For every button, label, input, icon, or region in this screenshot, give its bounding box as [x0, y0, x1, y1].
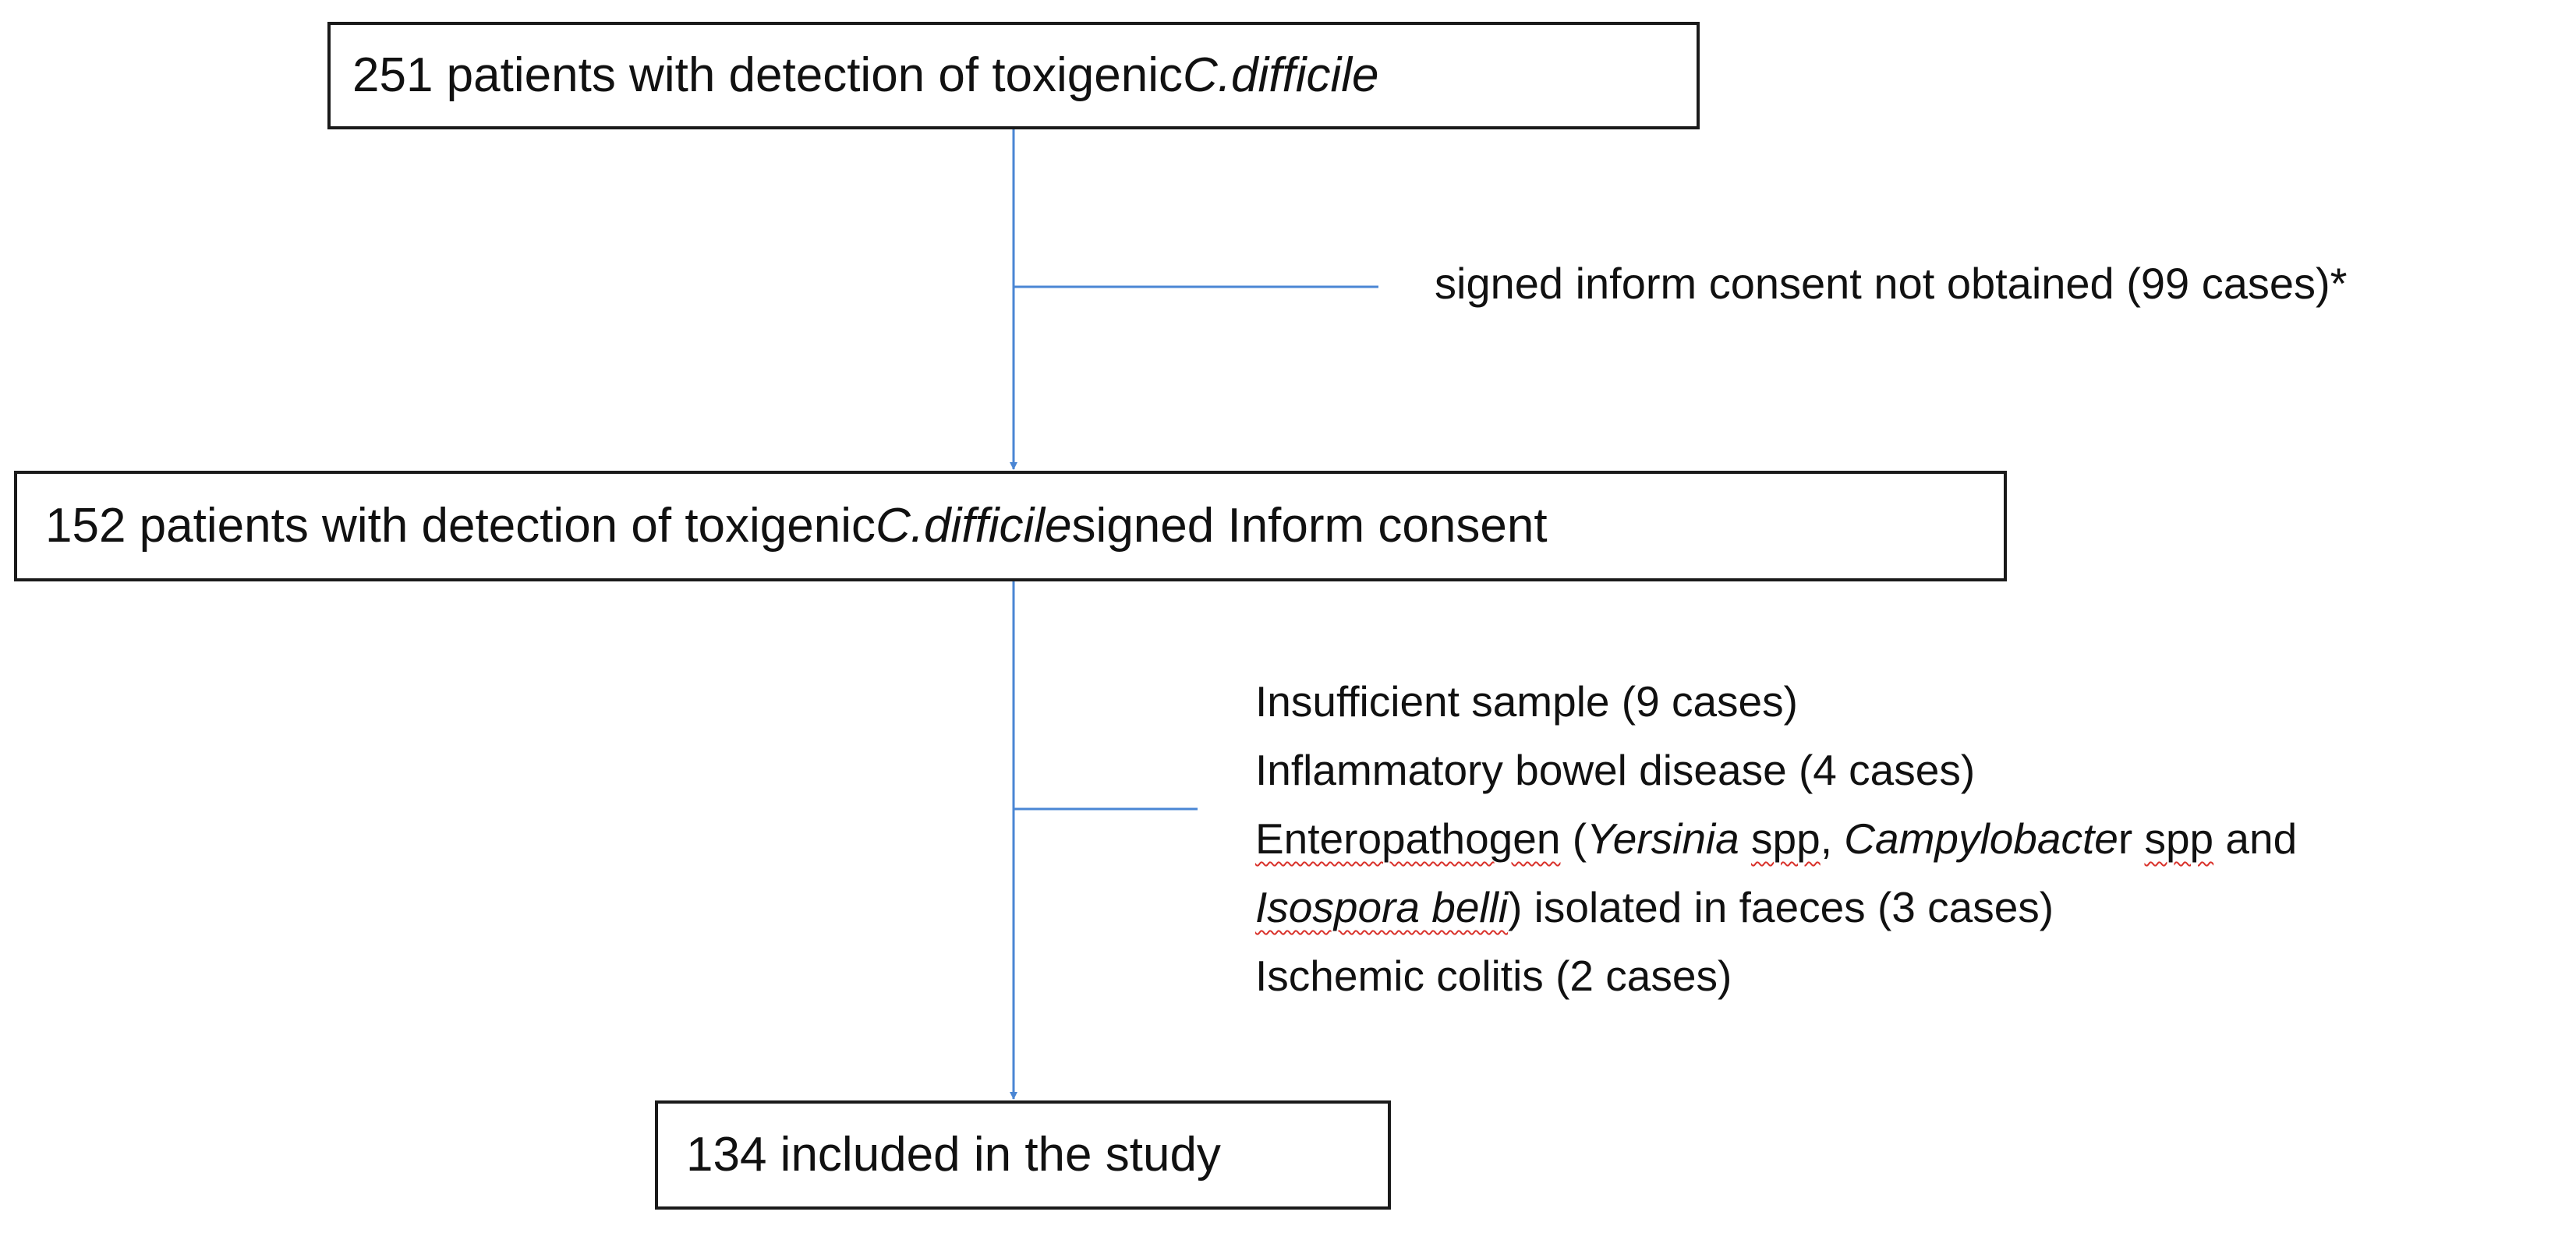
exclusion-enteropathogen-line1: Enteropathogen (Yersinia spp, Campylobac… [1255, 804, 2297, 873]
exclusion-enteropathogen-line2: Isospora belli) isolated in faeces (3 ca… [1255, 873, 2297, 941]
isospora-name: Isospora belli [1255, 883, 1509, 931]
spp-2: spp [2144, 814, 2214, 863]
enteropathogen-word: Enteropathogen [1255, 814, 1561, 863]
comma: , [1820, 814, 1845, 863]
yersinia-name: Yersinia [1587, 814, 1739, 863]
box2-species: C.difficile [876, 499, 1072, 553]
box2-text-after: signed Inform consent [1071, 499, 1548, 553]
box-included-study: 134 included in the study [655, 1100, 1391, 1210]
exclusion-consent-note: signed inform consent not obtained (99 c… [1435, 259, 2348, 308]
exclusion-ischemic-colitis: Ischemic colitis (2 cases) [1255, 952, 1732, 1000]
exclusion-ibd: Inflammatory bowel disease (4 cases) [1255, 746, 1976, 794]
campylobacter-r: r [2118, 814, 2133, 863]
exclusion-list: Insufficient sample (9 cases) Inflammato… [1255, 667, 2297, 1010]
enteropathogen-rest: ) isolated in faeces (3 cases) [1508, 883, 2054, 931]
box-initial-patients: 251 patients with detection of toxigenic… [327, 22, 1700, 129]
box2-text-before: 152 patients with detection of toxigenic [45, 499, 876, 553]
and-word: and [2213, 814, 2298, 863]
paren-open: ( [1560, 814, 1587, 863]
campylobacter-name: Campylobacte [1844, 814, 2118, 863]
box1-text: 251 patients with detection of toxigenic [352, 48, 1184, 102]
box1-species: C.difficile [1183, 48, 1379, 102]
spp-1: spp [1751, 814, 1821, 863]
exclusion-insufficient-sample: Insufficient sample (9 cases) [1255, 677, 1798, 726]
box-consented-patients: 152 patients with detection of toxigenic… [14, 471, 2007, 581]
box3-text: 134 included in the study [686, 1128, 1221, 1182]
